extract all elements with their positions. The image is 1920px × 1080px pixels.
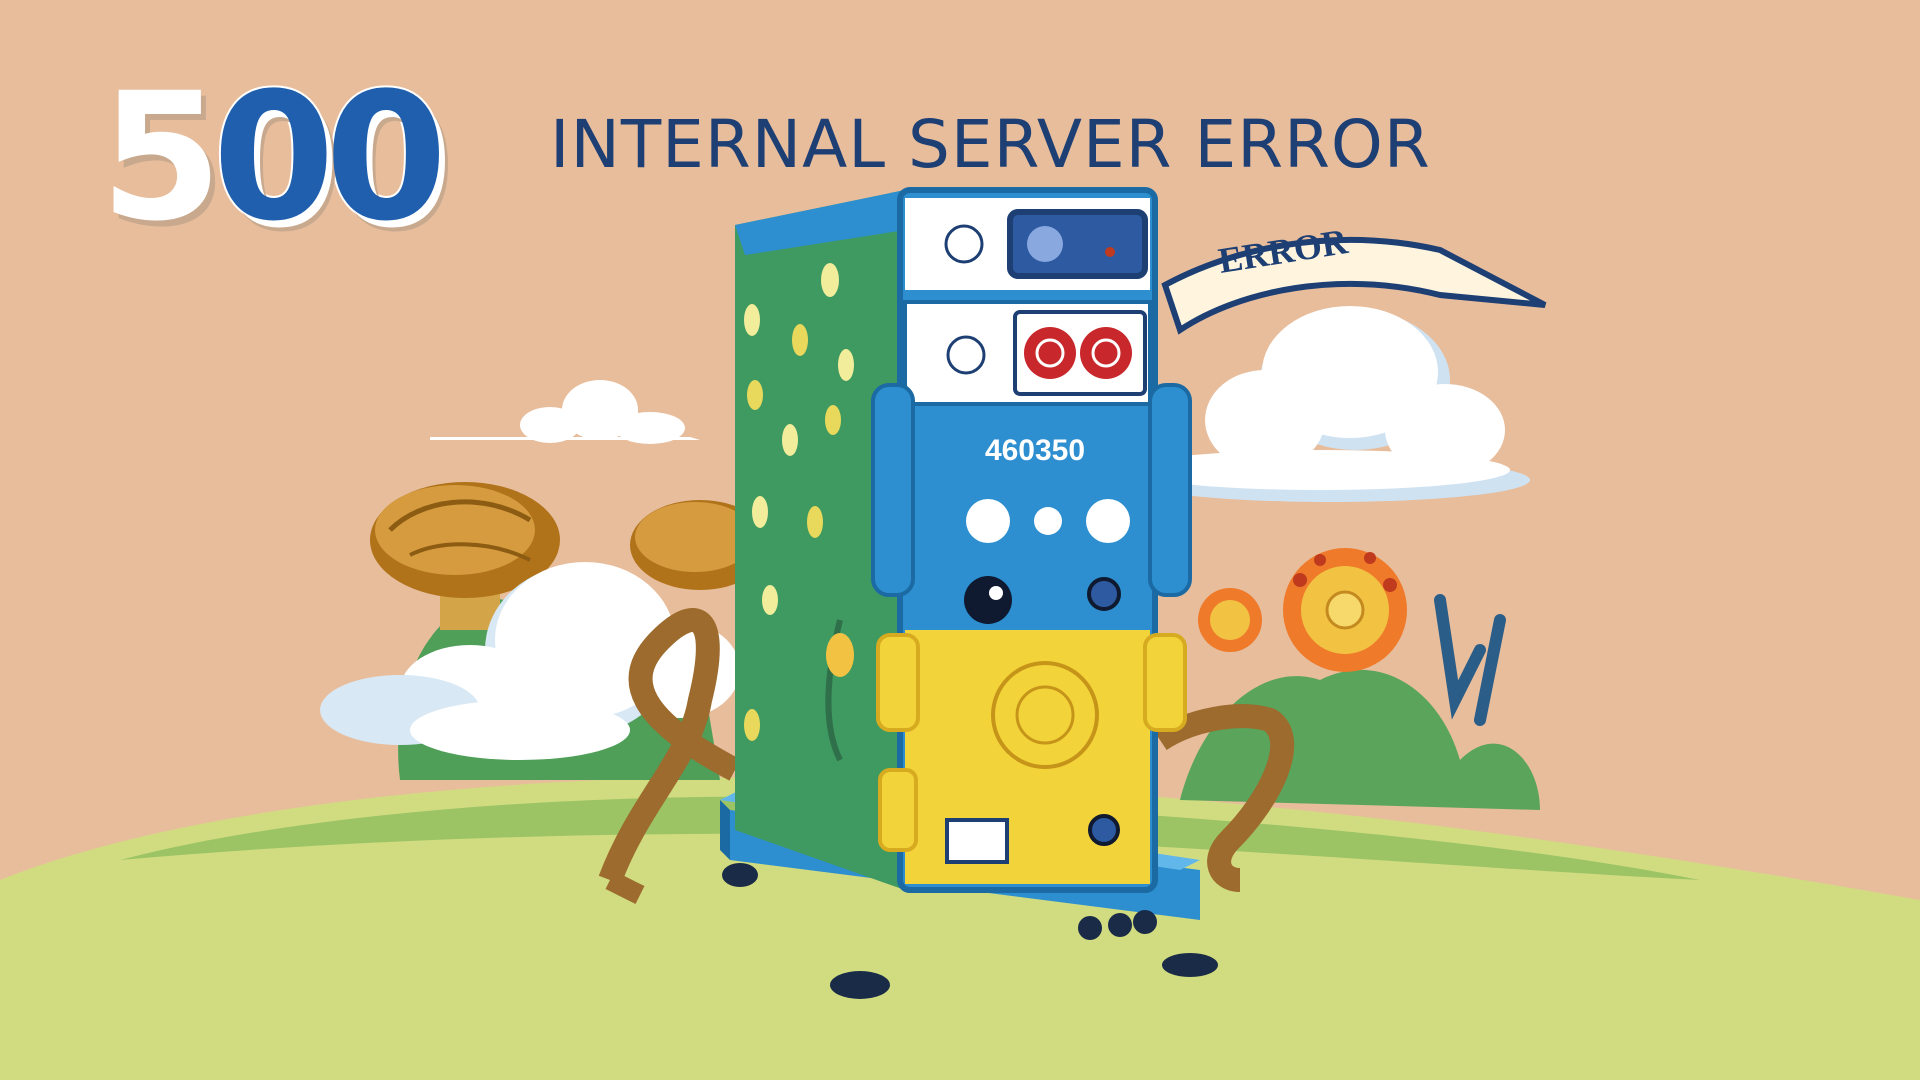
yellow-handle-left (876, 633, 920, 732)
flower-small (1198, 588, 1262, 652)
cable-left-end (605, 871, 645, 904)
flower-right (1283, 548, 1407, 672)
cloud-right (1130, 306, 1530, 502)
grass-field-shade (120, 796, 1700, 880)
side-handle-right (1148, 383, 1192, 597)
error-code-digits: 00 (210, 55, 449, 260)
server-side-panel (735, 190, 905, 890)
error-ribbon (1161, 236, 1547, 335)
page-title: INTERNAL SERVER ERROR (550, 106, 1431, 183)
side-handle-left (871, 383, 915, 597)
dial-icon (991, 661, 1099, 769)
round-button (966, 499, 1010, 543)
server-front (871, 187, 1192, 893)
label-plate (945, 818, 1009, 864)
cable-left (598, 608, 741, 885)
mushroom-left (370, 482, 560, 630)
cloud-left-small (430, 380, 700, 444)
server-serial-number: 460350 (984, 434, 1086, 467)
yellow-handle-right (1143, 633, 1187, 732)
branches (1434, 594, 1506, 726)
cable-right (1153, 704, 1295, 892)
error-code-digit: 5 (100, 55, 223, 260)
error-code: 500 (100, 68, 449, 248)
